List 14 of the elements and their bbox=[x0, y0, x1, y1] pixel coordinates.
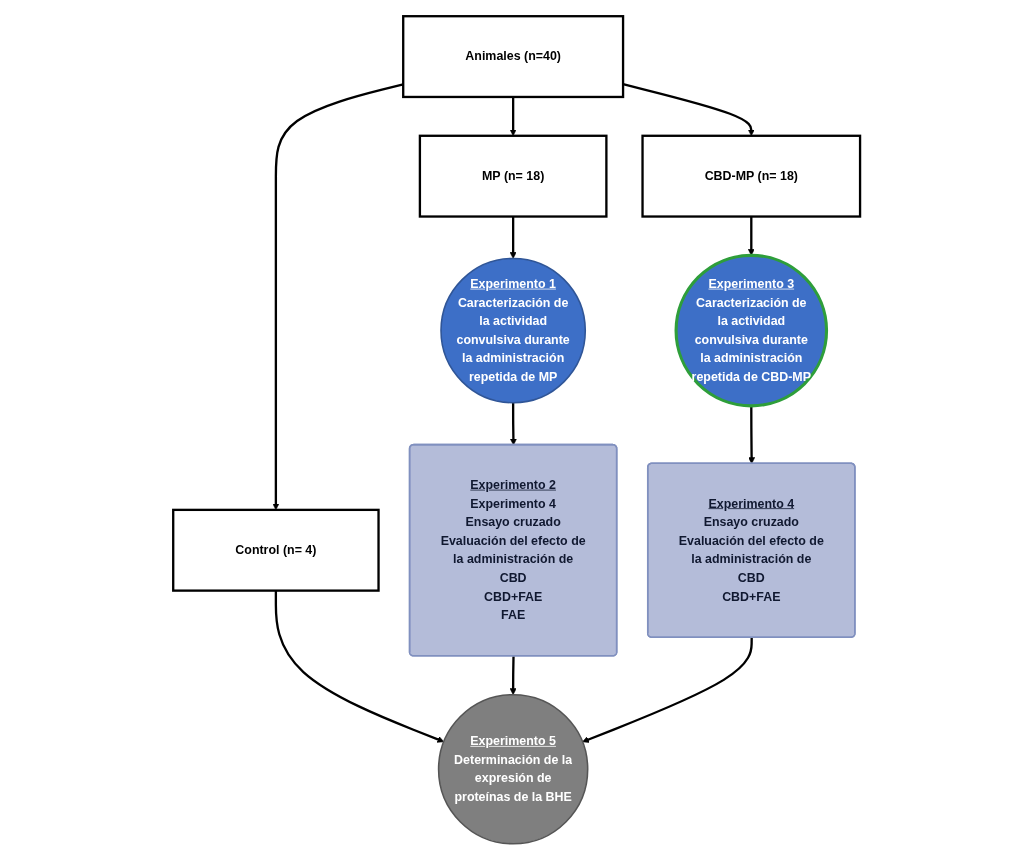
node-box: Animales (n=40) bbox=[401, 15, 625, 99]
arrow bbox=[274, 590, 444, 743]
arrow bbox=[747, 216, 755, 256]
node-box: CBD-MP (n= 18) bbox=[641, 134, 862, 218]
arrow bbox=[582, 637, 753, 743]
arrow bbox=[509, 402, 517, 446]
arrow bbox=[509, 216, 517, 259]
node-box: Control (n= 4) bbox=[171, 508, 380, 592]
arrow bbox=[509, 656, 517, 695]
node-circle: Experimento 3 Caracterización de la actividad convulsiva durante la administración repetida de CBD-MP bbox=[674, 253, 828, 408]
node-circle: Experimento 1 Caracterización de la actividad convulsiva durante la administración repetida de MP bbox=[440, 257, 586, 404]
node-circle: Experimento 5 Determinación de la expresión de proteínas de la BHE bbox=[437, 693, 589, 845]
node-box: MP (n= 18) bbox=[418, 134, 608, 218]
arrow bbox=[748, 405, 755, 464]
